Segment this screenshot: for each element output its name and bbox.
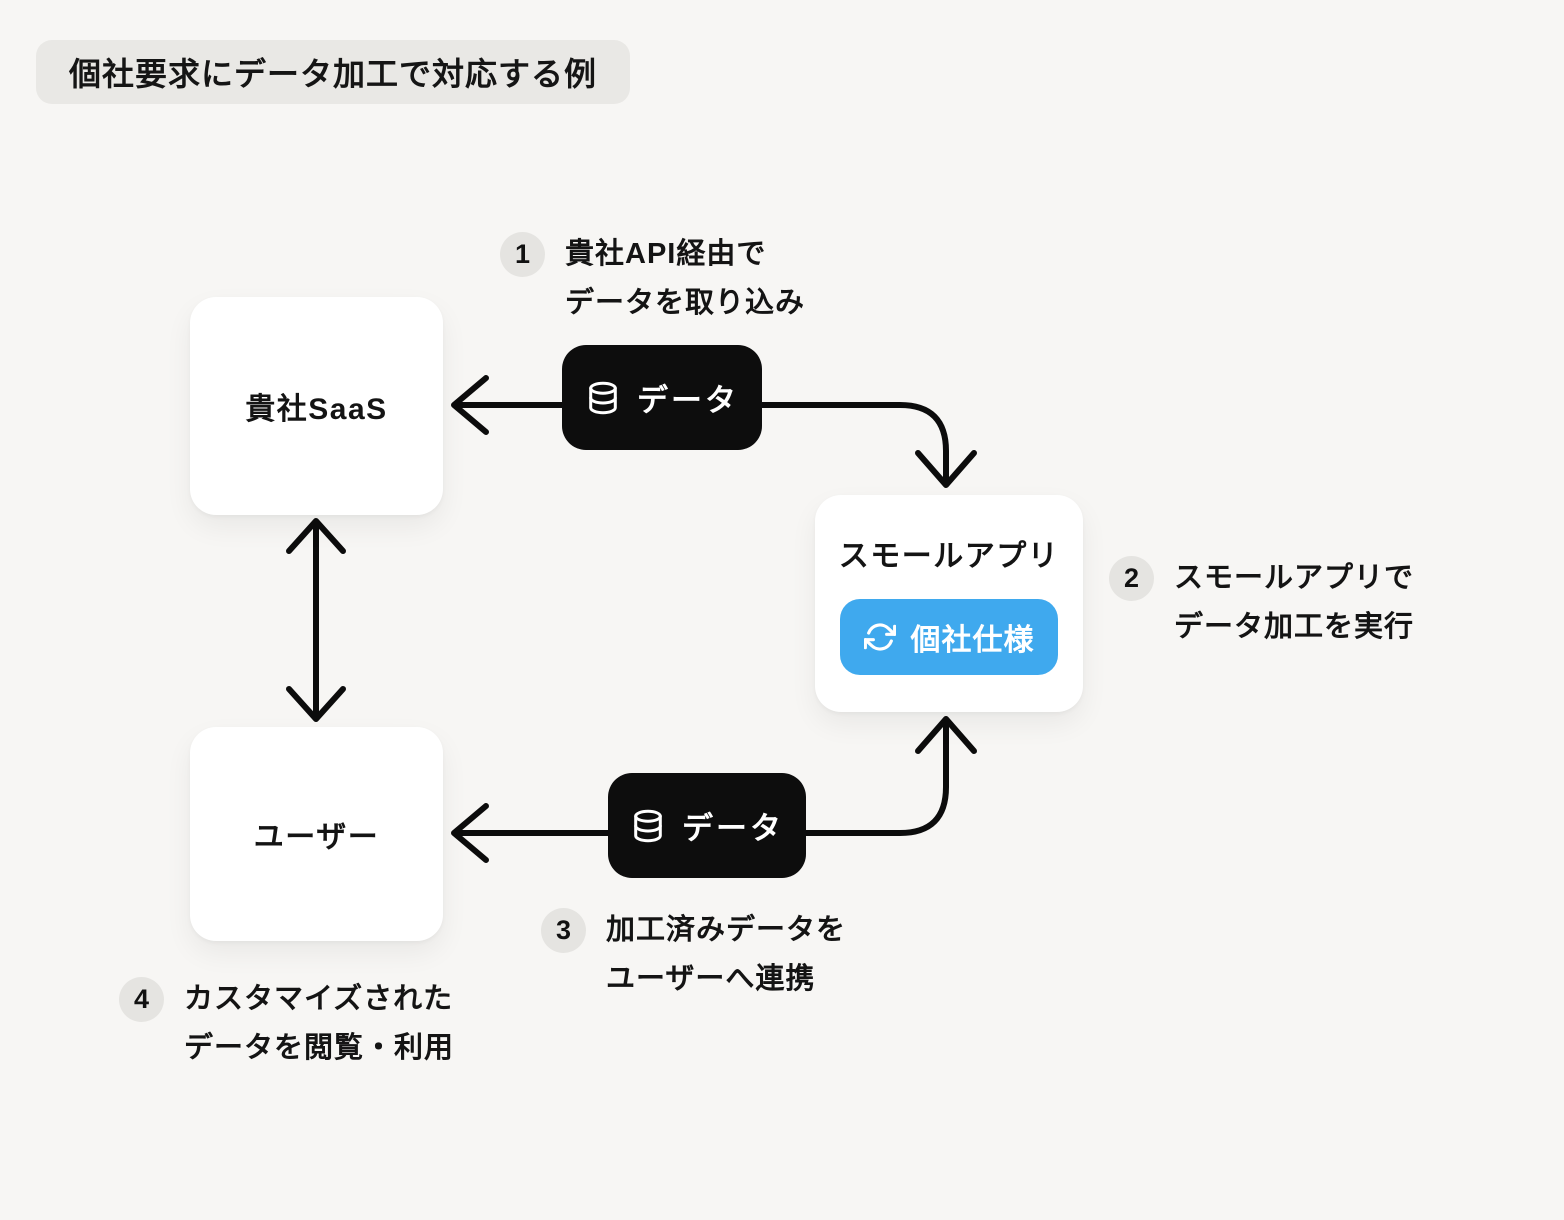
arrow-path-bottom xyxy=(453,720,949,836)
data-pill-top-label: データ xyxy=(637,383,739,418)
node-user: ユーザー xyxy=(190,727,443,941)
step-3-line2: ユーザーへ連携 xyxy=(606,963,816,995)
node-small-app: スモールアプリ 個社仕様 xyxy=(815,495,1083,712)
diagram-title: 個社要求にデータ加工で対応する例 xyxy=(69,56,598,92)
arrowhead-up-into-app xyxy=(915,716,977,754)
arrowhead-left-into-saas xyxy=(451,375,489,435)
arrowhead-down-into-user xyxy=(286,686,346,722)
step-3: 3 加工済みデータを ユーザーへ連携 xyxy=(541,906,846,1004)
step-1-text: 貴社API経由で データを取り込み xyxy=(565,230,805,328)
step-2-line2: データ加工を実行 xyxy=(1174,611,1415,643)
step-1-number: 1 xyxy=(500,232,545,277)
step-4-line1: カスタマイズされた xyxy=(184,983,454,1015)
data-pill-bottom-label: データ xyxy=(682,811,784,846)
step-3-text: 加工済みデータを ユーザーへ連携 xyxy=(606,906,846,1004)
diagram-title-badge: 個社要求にデータ加工で対応する例 xyxy=(36,40,631,104)
arrowhead-left-into-user xyxy=(451,803,489,863)
step-4-number: 4 xyxy=(119,977,164,1022)
node-saas-label: 貴社SaaS xyxy=(245,393,388,426)
arrow-path-top xyxy=(453,402,949,484)
database-icon xyxy=(630,808,666,844)
database-icon xyxy=(585,380,621,416)
step-1: 1 貴社API経由で データを取り込み xyxy=(500,230,805,328)
step-2-text: スモールアプリで データ加工を実行 xyxy=(1174,554,1414,652)
node-small-app-label: スモールアプリ xyxy=(838,540,1060,573)
data-pill-bottom: データ xyxy=(608,773,806,878)
arrowhead-up-into-saas xyxy=(286,518,346,554)
refresh-icon xyxy=(863,621,896,653)
custom-spec-badge: 個社仕様 xyxy=(840,599,1058,675)
step-4-line2: データを閲覧・利用 xyxy=(184,1032,455,1064)
step-4: 4 カスタマイズされた データを閲覧・利用 xyxy=(119,975,454,1073)
step-4-text: カスタマイズされた データを閲覧・利用 xyxy=(184,975,454,1073)
node-saas: 貴社SaaS xyxy=(190,297,443,515)
data-pill-top: データ xyxy=(562,345,762,450)
step-1-line1: 貴社API経由で xyxy=(565,238,767,270)
custom-spec-label: 個社仕様 xyxy=(910,624,1035,657)
step-3-line1: 加工済みデータを xyxy=(606,914,847,946)
step-1-line2: データを取り込み xyxy=(565,287,806,319)
step-2-number: 2 xyxy=(1109,556,1154,601)
step-2: 2 スモールアプリで データ加工を実行 xyxy=(1109,554,1414,652)
node-user-label: ユーザー xyxy=(253,821,380,854)
step-2-line1: スモールアプリで xyxy=(1174,562,1415,594)
arrowhead-down-into-app xyxy=(915,450,977,488)
step-3-number: 3 xyxy=(541,908,586,953)
